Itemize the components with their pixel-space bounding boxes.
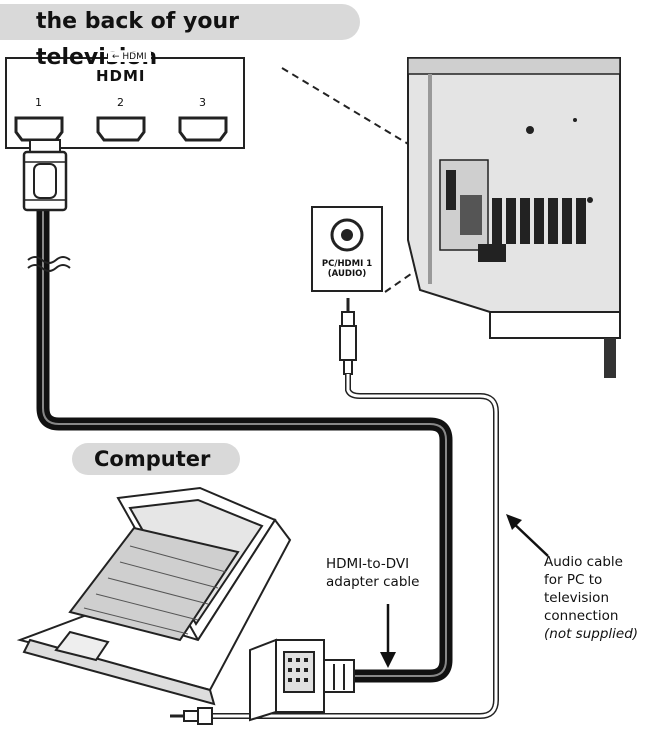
port-label-3: 3	[199, 96, 206, 109]
laptop-icon	[16, 486, 292, 706]
adapter-cable-line-2: adapter cable	[326, 574, 420, 590]
rca-jack-icon	[311, 206, 383, 292]
audio-plug-icon	[339, 298, 357, 375]
audio-cable	[210, 374, 499, 719]
audio-plug-laptop-icon	[170, 707, 213, 725]
hdmi-panel	[5, 57, 245, 149]
audio-cable-note: (not supplied)	[544, 626, 639, 642]
port-label-2: 2	[117, 96, 124, 109]
port-label-1: 1	[35, 96, 42, 109]
television-icon	[407, 57, 621, 378]
audio-cable-line-1: Audio cable	[544, 554, 623, 570]
page-title: the back of your television	[0, 4, 360, 70]
hdmi-logo: HDMI	[96, 67, 146, 85]
adapter-cable-line-1: HDMI-to-DVI	[326, 556, 410, 572]
hdmi-group-label: ← HDMI	[108, 52, 151, 62]
audio-cable-line-3: television	[544, 590, 609, 606]
audio-jack-label: PC/HDMI 1 (AUDIO)	[321, 259, 373, 279]
adapter-cable-label: HDMI-to-DVI adapter cable	[326, 555, 466, 591]
arrow-icon	[380, 514, 549, 668]
audio-cable-label: Audio cable for PC to television connect…	[544, 553, 650, 643]
dvi-connector-icon	[249, 638, 355, 722]
audio-cable-line-4: connection	[544, 608, 619, 624]
hdmi-plug-icon	[22, 139, 71, 272]
audio-cable-line-2: for PC to	[544, 572, 603, 588]
hdmi-cable	[36, 210, 453, 683]
hdmi-port-icon	[14, 116, 228, 142]
computer-title: Computer	[72, 443, 240, 475]
